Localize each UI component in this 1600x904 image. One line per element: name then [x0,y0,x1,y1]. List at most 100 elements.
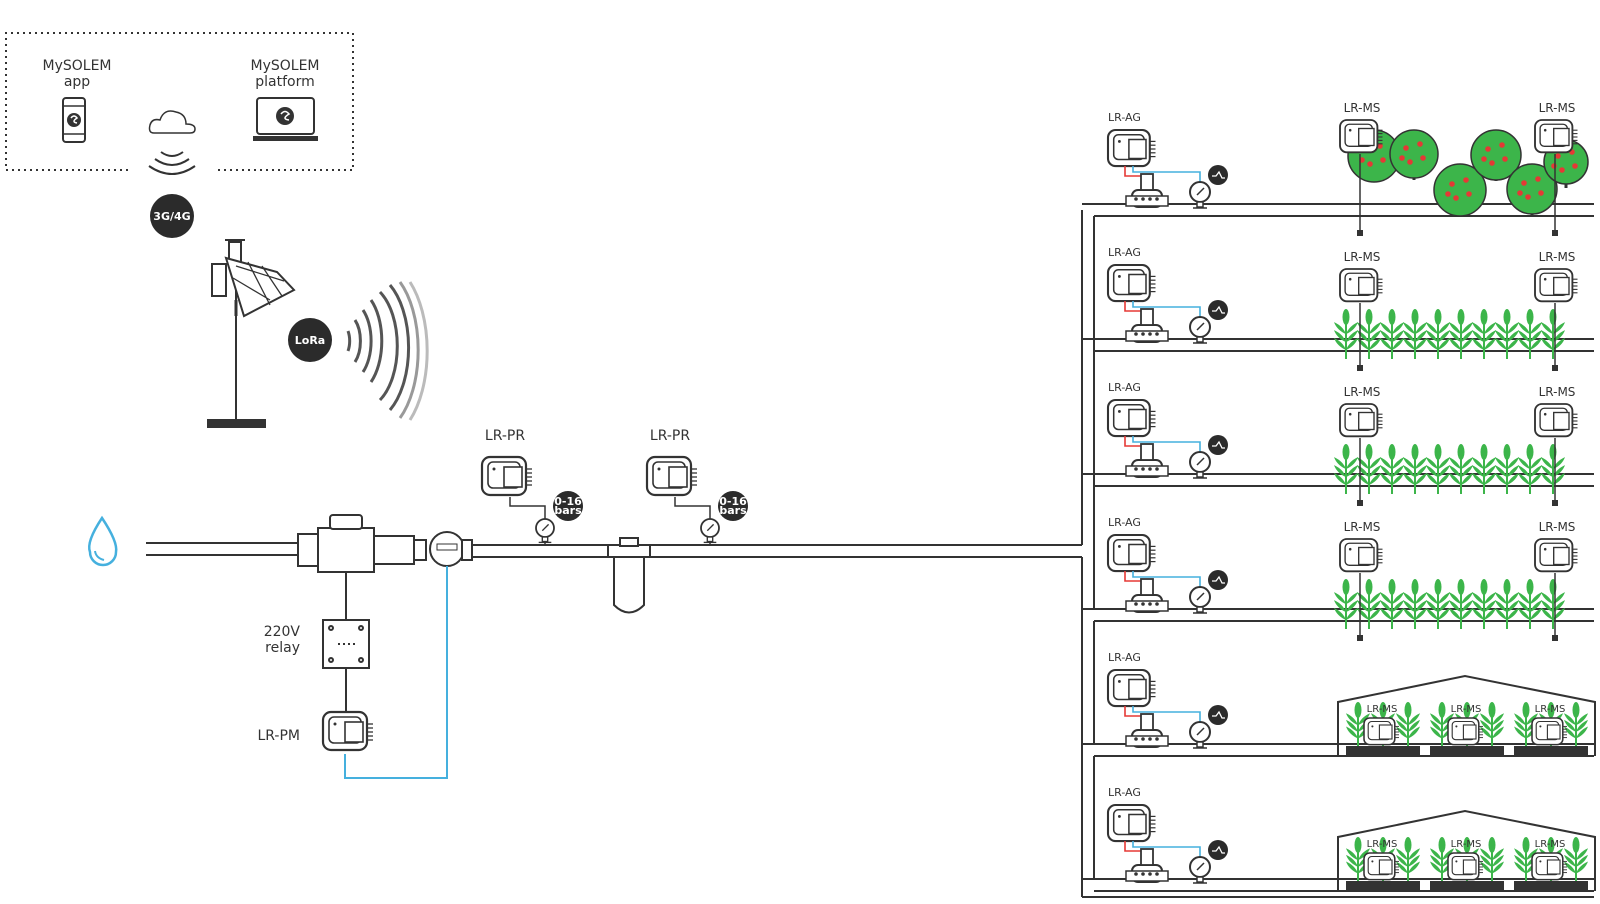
fruit-tree [1433,163,1487,217]
svg-text:0-16: 0-16 [719,495,747,508]
cloud-services-box: MySOLEM app MySOLEM platform [5,32,354,175]
lr-ag-controller-body [1106,398,1156,438]
greenhouse-frame [1337,809,1596,891]
lr-ms-probe-tip [1357,635,1363,641]
cloud-icon [148,110,196,134]
lr-ms-controller-body [1534,268,1578,303]
zone-pressure-gauge [1189,451,1211,479]
lr-ms-controller-body [1363,852,1399,881]
lr-ms-controller-body [1534,119,1578,154]
crop-plant [1426,579,1450,629]
fruit-tree [1506,163,1558,215]
lora-radio-waves-icon [346,281,429,421]
zone-pressure-gauge [1189,586,1211,614]
lr-pr-sensor-2: LR-PR [645,428,720,545]
grow-bed [1430,746,1504,755]
crop-plant [1334,444,1358,494]
zone-pressure-gauge [1189,856,1211,884]
cellular-badge: 3G/4G [150,194,194,238]
lr-ms-probe-tip [1552,365,1558,371]
svg-text:0-16: 0-16 [554,495,582,508]
zone-3: LR-AG LR-MS LR-MS [1082,381,1594,609]
lora-badge: LoRa [288,318,332,362]
crop-plant [1403,579,1427,629]
crop-plant [1334,309,1358,359]
zone-valve [1125,848,1169,883]
crop-plant [1495,444,1519,494]
crop-plant [1449,444,1473,494]
crop-plant [1518,444,1542,494]
lr-pr-2-label: LR-PR [650,428,690,444]
lr-ag-blue-wire [1132,436,1201,454]
lr-ag-controller-body [1106,533,1156,573]
lr-ms-controller-body [1363,717,1399,746]
lr-ms-probe-tip [1357,365,1363,371]
lora-badge-text: LoRa [295,334,325,347]
crop-plant [1495,309,1519,359]
lr-ag-blue-wire [1132,166,1201,184]
crop-plant [1357,309,1381,359]
crop-plant [1518,309,1542,359]
lr-pr-sensor-1: LR-PR [480,428,555,545]
pr2-pressure-gauge [700,518,720,544]
lr-ag-controller-body [1106,668,1156,708]
grow-bed [1514,746,1588,755]
smartphone-icon [62,97,86,143]
pressure-range-badge-1: 0-16 bars [553,491,583,521]
mysolem-platform-label-2: platform [255,74,315,90]
lr-ag-controller-body [1106,803,1156,843]
mysolem-app-label-2: app [64,74,90,90]
zone-1: LR-AG LR-MS LR-MS [1082,101,1594,339]
lr-ag-label: LR-AG [1108,651,1141,664]
lora-gateway-station [207,239,296,428]
zone-flow-badge [1208,570,1228,590]
master-valve [297,514,427,573]
zone-valve [1125,308,1169,343]
greenhouse-plant [1396,837,1420,881]
zone-flow-badge [1208,435,1228,455]
laptop-icon [253,97,318,141]
crop-plant [1380,579,1404,629]
lr-ag-label: LR-AG [1108,381,1141,394]
relay-and-pump-wiring [344,566,448,779]
lr-ag-blue-wire [1132,301,1201,319]
grow-bed [1514,881,1588,890]
lr-ms-label: LR-MS [1344,101,1381,115]
relay-220v [322,619,370,669]
lr-ms-controller-body [1339,119,1383,154]
lr-ag-blue-wire [1132,706,1201,724]
lr-ag-controller-body [1106,128,1156,168]
greenhouse-plant [1396,702,1420,746]
greenhouse-plant [1564,837,1588,881]
lr-ms-controller-body [1531,852,1567,881]
lr-ms-label: LR-MS [1344,385,1381,399]
lr-ms-label: LR-MS [1539,101,1576,115]
relay-label-1: 220V [264,624,301,640]
zone-pressure-gauge [1189,181,1211,209]
water-source-drop-icon [88,515,118,567]
lr-ms-probe-tip [1552,635,1558,641]
lr-ms-label: LR-MS [1535,839,1566,850]
zone-valve [1125,578,1169,613]
lr-ms-label: LR-MS [1539,385,1576,399]
svg-text:bars: bars [719,504,747,517]
lr-ag-blue-wire [1132,841,1201,859]
lr-ms-controller-body [1339,538,1383,573]
lr-pm-module [321,710,373,752]
lr-ms-label: LR-MS [1344,520,1381,534]
zone-valve [1125,713,1169,748]
zone-pressure-gauge [1189,721,1211,749]
lr-ms-label: LR-MS [1539,250,1576,264]
grow-bed [1346,881,1420,890]
lr-ms-label: LR-MS [1539,520,1576,534]
zone-flow-badge [1208,300,1228,320]
crop-plant [1403,444,1427,494]
lr-ag-label: LR-AG [1108,111,1141,124]
lr-ms-label: LR-MS [1451,704,1482,715]
greenhouse-plant [1480,837,1504,881]
crop-plant [1426,309,1450,359]
lr-ms-controller-body [1447,852,1483,881]
crop-plant [1472,309,1496,359]
